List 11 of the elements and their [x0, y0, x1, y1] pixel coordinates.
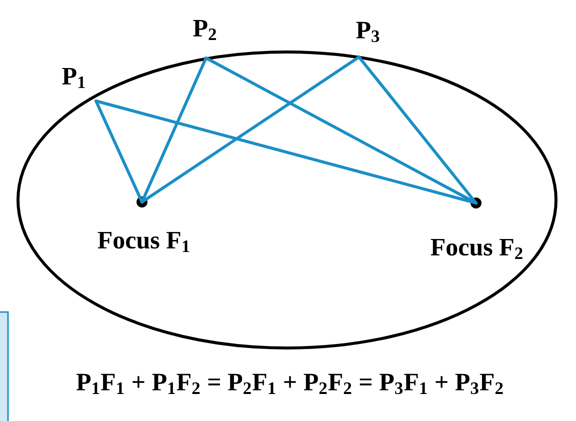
line-segment [140, 56, 208, 204]
point-label: Focus F$_{1}$ [98, 196, 190, 252]
point-label: Focus F$_{2}$ [430, 198, 522, 260]
line-segment [94, 100, 144, 204]
equation: P$_{1}$F$_{1}$ + P$_{1}$F$_{2}$ = P$_{2}$F$_{1}$ + P$_{2}$F$_{2}$ = P$_{3}$F$_{1}$ + P$_{3}$F$_{2}$ [76, 374, 503, 394]
point-label: P$_{2}$ [193, 20, 216, 40]
point-label: P$_{3}$ [356, 22, 380, 42]
point-label: P$_{1}$ [62, 68, 85, 88]
line-segment [358, 56, 478, 204]
line-segment [204, 56, 478, 204]
line-segment [140, 56, 360, 204]
